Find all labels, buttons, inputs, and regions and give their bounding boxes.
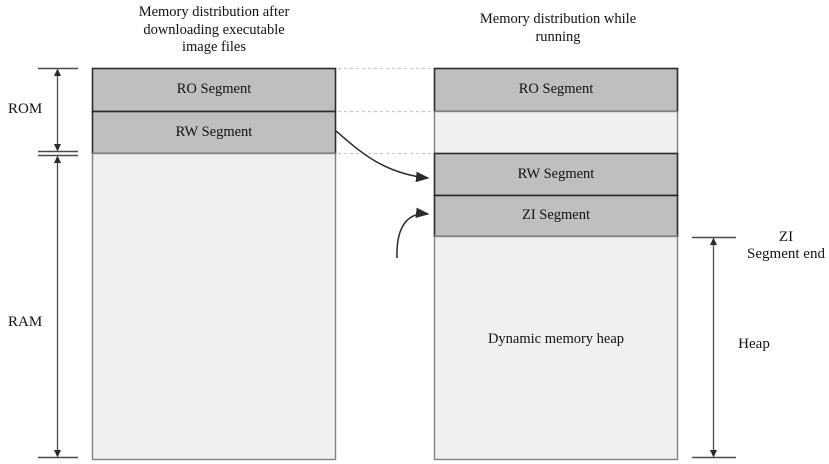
right-block-zi-label: ZI Segment xyxy=(521,207,591,223)
right-memory-column xyxy=(433,67,679,461)
left-block-free xyxy=(91,152,337,461)
right-block-heap-label: Dynamic memory heap xyxy=(487,331,625,347)
title-left: Memory distribution after downloading ex… xyxy=(138,4,290,56)
left-memory-column xyxy=(91,67,337,461)
rom-label: ROM xyxy=(8,101,43,117)
right-block-ro xyxy=(433,67,679,113)
heap-label: Heap xyxy=(738,336,770,352)
zi-create-arrow xyxy=(396,207,430,259)
zi-segment-end-label: ZI Segment end xyxy=(747,229,825,263)
rom-measure xyxy=(38,67,78,153)
ram-measure xyxy=(38,154,78,459)
left-block-ro-label: RO Segment xyxy=(176,81,252,97)
right-block-gap xyxy=(433,110,679,155)
right-block-ro-label: RO Segment xyxy=(518,81,594,97)
title-right: Memory distribution while running xyxy=(479,11,637,45)
ram-label: RAM xyxy=(8,314,43,330)
right-block-rw xyxy=(433,152,679,197)
left-block-rw xyxy=(91,110,337,155)
heap-measure xyxy=(692,237,736,459)
right-block-zi xyxy=(433,194,679,238)
right-block-heap xyxy=(433,235,679,461)
rw-move-arrow xyxy=(335,130,430,183)
left-block-rw-label: RW Segment xyxy=(175,124,253,140)
right-block-rw-label: RW Segment xyxy=(517,166,595,182)
guide-lines xyxy=(338,67,433,155)
